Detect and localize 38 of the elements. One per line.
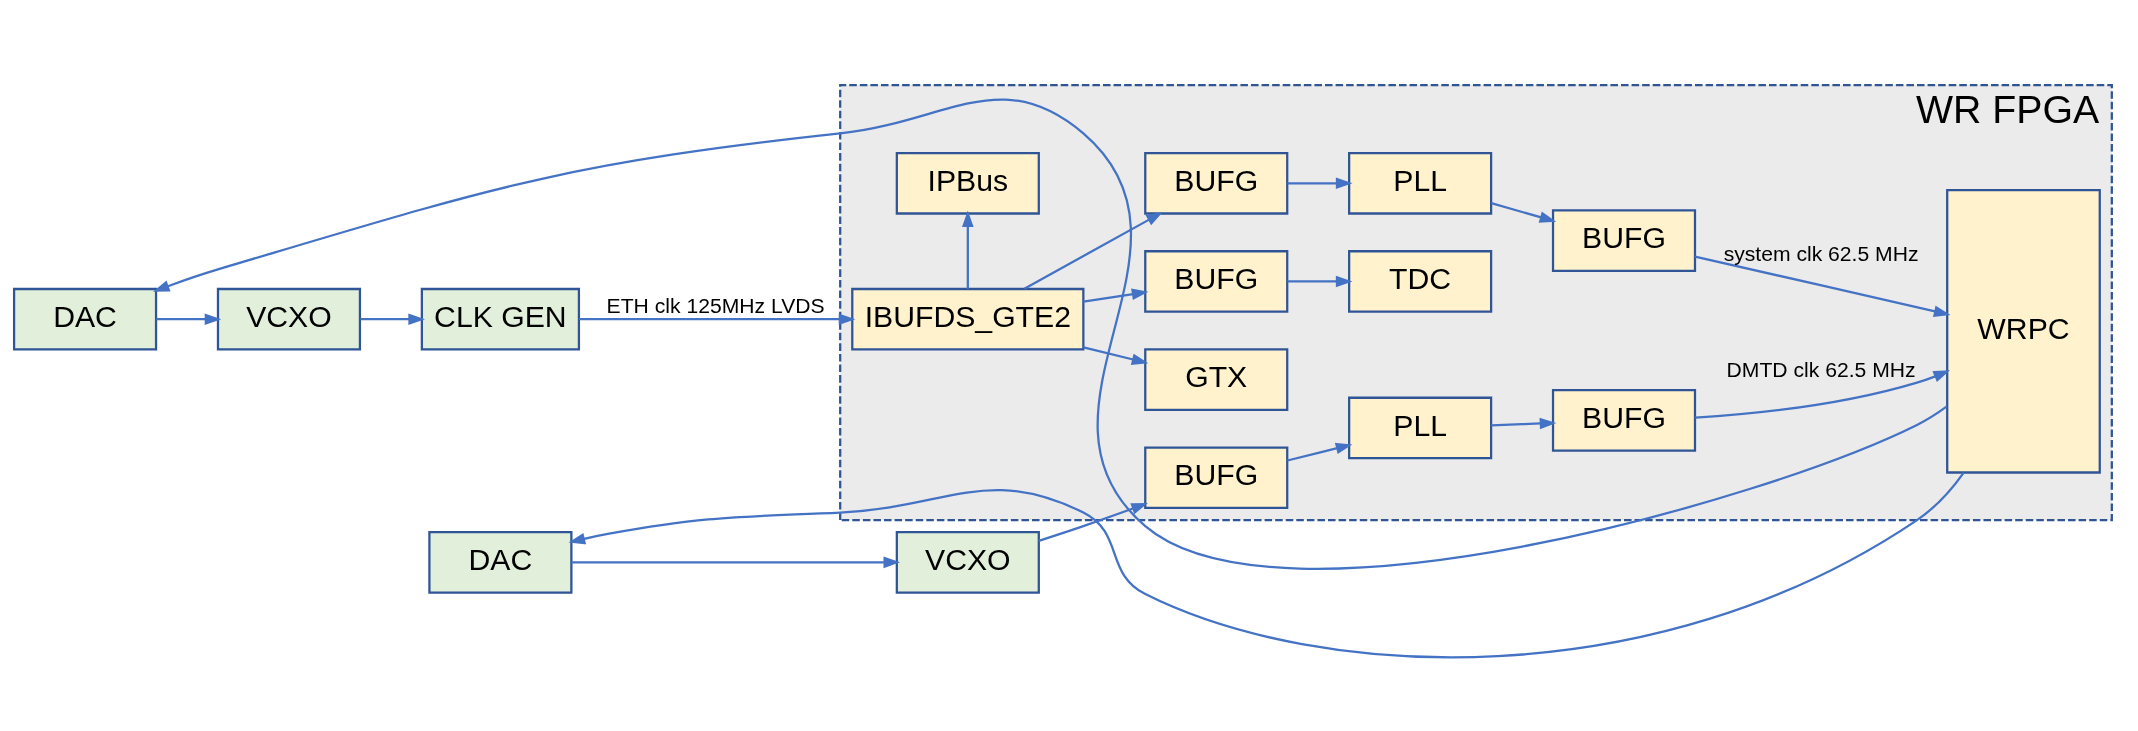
arrow [1695,370,1951,419]
node-box: BUFG [1144,446,1289,510]
arrow [568,471,1965,659]
node-box: VCXO [895,531,1040,594]
node-box: BUFG [1144,250,1289,313]
node-box: BUFG [1551,389,1697,452]
arrow [360,313,425,326]
arrow [1287,442,1353,462]
node-box: BUFG [1144,151,1289,215]
node-box: IPBus [895,151,1040,215]
arrow [1287,275,1353,288]
arrow [579,313,856,326]
node-box: DAC [428,531,573,594]
node-box: DAC [12,287,158,351]
arrow [1287,177,1353,190]
node-box: WRPC [1946,188,2101,474]
edge-label: system clk 62.5 MHz [1723,241,1919,265]
arrow [1694,255,1951,317]
arrow [1023,212,1163,290]
arrow [1083,346,1149,365]
arrow [1491,417,1557,430]
arrow [152,98,1948,570]
node-box: CLK GEN [420,287,581,351]
arrow [1491,202,1557,223]
node-box: VCXO [216,287,362,351]
arrow [961,210,974,289]
node-box: GTX [1144,348,1289,411]
arrow [571,556,901,569]
node-box: PLL [1348,151,1493,215]
node-box: PLL [1348,396,1493,460]
arrow [1083,288,1149,303]
edge-label: ETH clk 125MHz LVDS [606,294,825,318]
edge-label: DMTD clk 62.5 MHz [1726,357,1916,381]
arrow [156,313,222,326]
arrow [1038,503,1148,542]
node-box: TDC [1348,250,1493,313]
node-box: BUFG [1551,209,1697,272]
node-box: IBUFDS_GTE2 [851,287,1085,351]
